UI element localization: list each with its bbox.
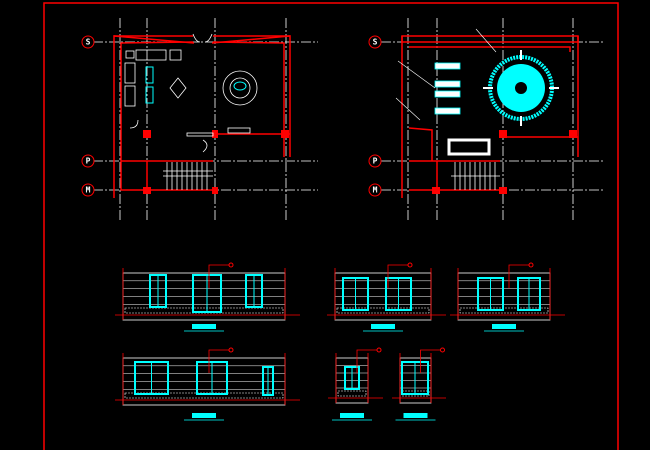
callout-leader xyxy=(208,264,229,288)
callout-marker xyxy=(440,347,445,353)
ceiling-dome-light xyxy=(483,50,559,126)
columns xyxy=(432,130,577,194)
stairs xyxy=(163,162,213,190)
skirting xyxy=(337,390,367,397)
walls xyxy=(113,35,291,198)
elevation-title-bar xyxy=(492,324,516,329)
elevation-5[interactable] xyxy=(328,347,383,421)
walls xyxy=(401,35,579,198)
grid-label-p: P xyxy=(373,157,378,166)
elevation-title-bar xyxy=(192,324,216,329)
callout-leader xyxy=(508,264,529,288)
elevation-4[interactable] xyxy=(115,347,300,421)
callout-leader xyxy=(420,349,441,373)
grid-bubbles: S P M xyxy=(81,35,95,197)
elevation-title-bar xyxy=(340,413,364,418)
floor-plan[interactable]: S P M xyxy=(81,18,318,222)
elevation-title-bar xyxy=(403,413,428,418)
callout-leader xyxy=(356,349,377,373)
grid-label-s: S xyxy=(86,38,91,47)
callout-marker xyxy=(228,262,234,268)
ceiling-plan[interactable]: S P M xyxy=(368,18,605,222)
sheet-border xyxy=(43,2,619,450)
grid-bubbles: S P M xyxy=(368,35,382,197)
callout-leader xyxy=(387,264,408,288)
light-panels xyxy=(434,62,461,115)
elevation-2[interactable] xyxy=(327,262,446,332)
callout-leader xyxy=(208,349,229,373)
cyan-fixtures xyxy=(145,66,247,104)
elevation-6[interactable] xyxy=(392,347,446,421)
skirting xyxy=(336,307,430,314)
grid-label-p: P xyxy=(86,157,91,166)
elevations[interactable] xyxy=(115,262,565,421)
elevation-1[interactable] xyxy=(115,262,300,332)
skylight xyxy=(447,138,491,156)
callout-marker xyxy=(407,262,413,268)
grid-label-m: M xyxy=(86,186,91,195)
furniture xyxy=(124,33,258,172)
callout-marker xyxy=(228,347,234,353)
stairs xyxy=(451,162,500,190)
callout-marker xyxy=(528,262,534,268)
leader-lines xyxy=(395,28,497,121)
elevation-title-bar xyxy=(371,324,395,329)
callout-marker xyxy=(376,347,382,353)
columns xyxy=(143,130,289,194)
grid-label-m: M xyxy=(373,186,378,195)
elevation-title-bar xyxy=(192,413,216,418)
elevation-3[interactable] xyxy=(450,262,565,332)
grid-label-s: S xyxy=(373,38,378,47)
